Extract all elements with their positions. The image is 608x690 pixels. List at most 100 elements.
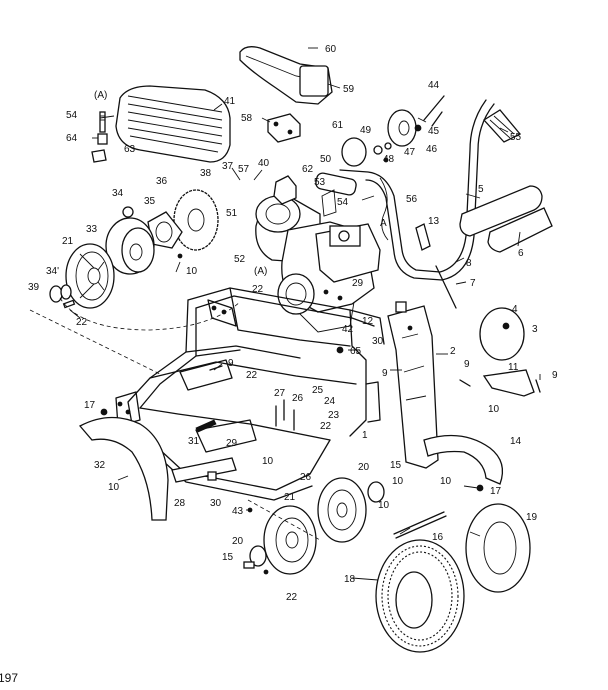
front-fender-part-14 (423, 434, 504, 485)
steering-shaft-part-7 (435, 265, 457, 309)
callout-28: 28 (174, 498, 186, 509)
callout-8: 8 (466, 258, 472, 269)
spacers-part-20 (243, 481, 385, 569)
callout-10-frame: 10 (262, 456, 274, 467)
callout-57: 57 (238, 164, 250, 175)
grip-part-55 (482, 109, 522, 143)
callout-44: 44 (428, 80, 440, 91)
callout-29-frame: 29 (226, 438, 238, 449)
callout-6: 6 (518, 248, 524, 259)
callout-18: 18 (344, 574, 356, 585)
callout-labels: 60 59 41 58 61 44 45 55 49 46 47 48 (A) … (28, 44, 558, 603)
callout-50: 50 (320, 154, 332, 165)
callout-39: 39 (28, 282, 40, 293)
callout-21-bottom: 21 (284, 492, 296, 503)
cable-part-56 (379, 177, 389, 241)
grip-part-5 (459, 185, 543, 237)
callout-14: 14 (510, 436, 522, 447)
rear-axle-spacers (49, 284, 76, 309)
callout-43: 43 (232, 506, 244, 517)
callout-24: 24 (324, 396, 336, 407)
callout-10-hub: 10 (378, 500, 390, 511)
engine-part-29 (255, 172, 381, 333)
footrest-part-28 (171, 457, 237, 483)
hardware-markers (100, 111, 541, 575)
callout-42: 42 (342, 324, 354, 335)
callout-11: 11 (508, 362, 519, 373)
callout-3: 3 (532, 324, 538, 335)
callout-9-frame: 9 (228, 358, 234, 369)
assembly-dash-axle (29, 309, 161, 375)
callout-34-top: 34 (112, 188, 124, 199)
callout-35: 35 (144, 196, 156, 207)
callout-a-mid: (A) (254, 266, 267, 277)
grip-part-6 (487, 207, 553, 253)
bracket-part-58 (267, 113, 301, 143)
callout-20-right: 20 (358, 462, 370, 473)
headlight-part-3 (479, 307, 525, 361)
callout-1: 1 (362, 430, 368, 441)
nut-part-34 (122, 206, 134, 218)
rim-part-22 (263, 505, 317, 575)
callout-51: 51 (226, 208, 238, 219)
callout-63: 63 (124, 144, 136, 155)
callout-9-bracket-left: 9 (464, 359, 470, 370)
callout-59: 59 (343, 84, 355, 95)
callout-30-bottom: 30 (210, 498, 222, 509)
axle-part-16 (393, 511, 447, 539)
assembly-dash-rear (59, 297, 241, 331)
tire-part-18 (375, 539, 465, 653)
callout-2: 2 (450, 346, 456, 357)
callout-46: 46 (426, 144, 438, 155)
callout-31: 31 (188, 436, 200, 447)
callout-9-bracket-right: 9 (552, 370, 558, 381)
callout-5: 5 (478, 184, 484, 195)
callout-22-bottom: 22 (286, 592, 298, 603)
callout-21-top: 21 (62, 236, 74, 247)
callout-15-right: 15 (390, 460, 402, 471)
callout-25: 25 (312, 385, 324, 396)
callout-49: 49 (360, 125, 372, 136)
callout-22-engine: 22 (252, 284, 264, 295)
callout-53: 53 (314, 177, 326, 188)
callout-37: 37 (222, 161, 234, 172)
clip-part-13 (415, 223, 431, 251)
callout-54-mid: 54 (337, 197, 349, 208)
callout-4: 4 (512, 304, 518, 315)
callout-a-top: (A) (94, 90, 107, 101)
tube-part-19 (465, 503, 531, 593)
callout-20-left: 20 (232, 536, 244, 547)
callout-10-fork: 10 (440, 476, 452, 487)
seat-bolt-part-54 (91, 111, 108, 163)
callout-17-left: 17 (84, 400, 96, 411)
callout-36: 36 (156, 176, 168, 187)
callout-56: 56 (406, 194, 418, 205)
callout-22-center: 22 (320, 421, 332, 432)
callout-58: 58 (241, 113, 253, 124)
callout-22-left: 22 (76, 317, 88, 328)
callout-23: 23 (328, 410, 340, 421)
callout-13: 13 (428, 216, 440, 227)
callout-15-left: 15 (222, 552, 234, 563)
callout-26-top: 26 (292, 393, 304, 404)
callout-17-right: 17 (490, 486, 502, 497)
callout-26-bottom: 26 (300, 472, 312, 483)
callout-33: 33 (86, 224, 98, 235)
callout-54-top: 54 (66, 110, 78, 121)
seat-part-41 (115, 85, 231, 163)
callout-32: 32 (94, 460, 106, 471)
page-number-fragment: 197 (0, 671, 18, 685)
callout-22-frame: 22 (246, 370, 258, 381)
sprocket-part-36 (173, 189, 219, 251)
callout-40: 40 (258, 158, 270, 169)
sprocket-hub-part-33 (105, 217, 155, 275)
callout-62: 62 (302, 164, 314, 175)
callout-30-mid: 30 (372, 336, 384, 347)
callout-38: 38 (200, 168, 212, 179)
callout-65: 65 (350, 346, 362, 357)
callout-29-engine: 29 (352, 278, 364, 289)
callout-9-fork: 9 (382, 368, 388, 379)
callout-52: 52 (234, 254, 246, 265)
callout-12: 12 (362, 316, 374, 327)
